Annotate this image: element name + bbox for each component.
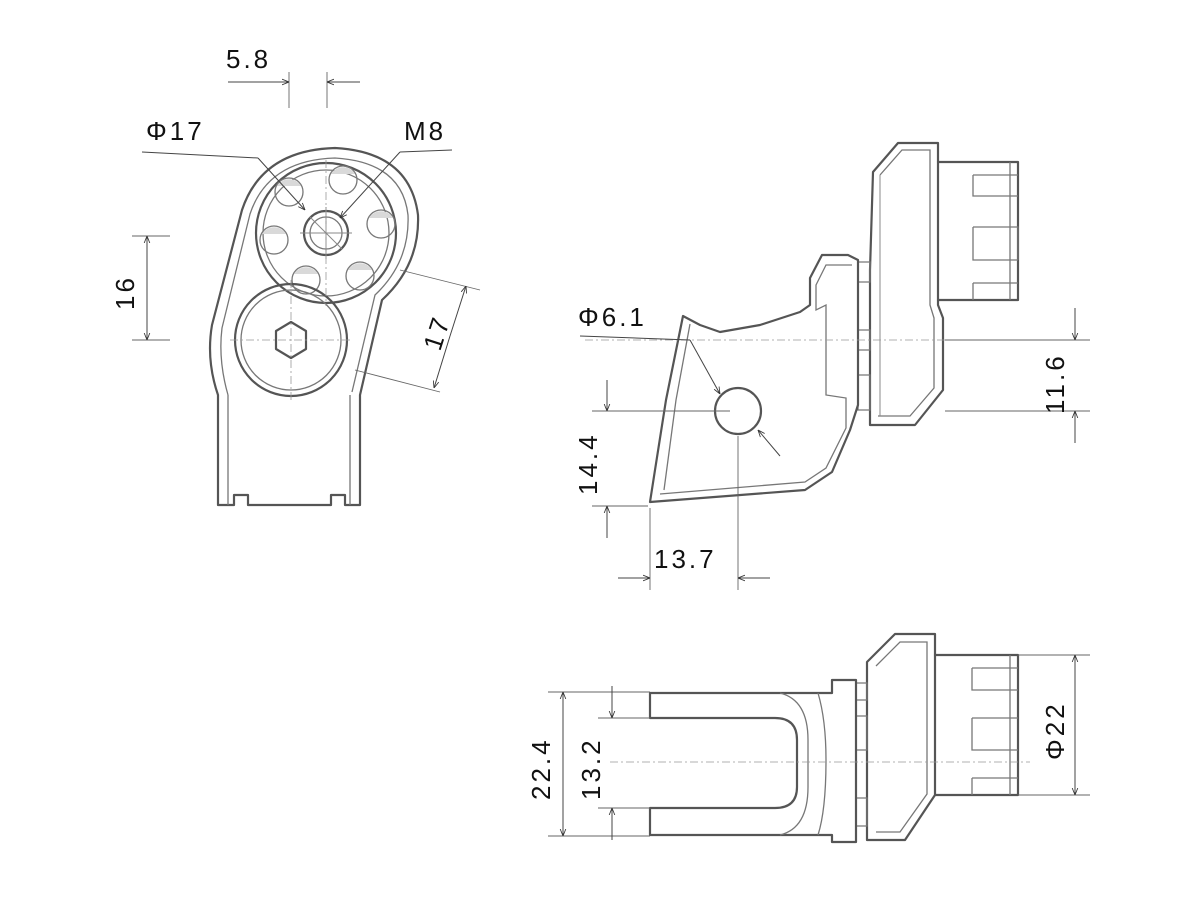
bracket-plate: [648, 253, 860, 504]
dim-dia-22: Φ22: [1040, 701, 1070, 760]
front-view: 5.8 Φ17 M8 16 17: [110, 44, 481, 507]
dim-13-7: 13.7: [654, 544, 717, 574]
hex-socket: [274, 320, 308, 360]
dim-dia-17: Φ17: [146, 116, 205, 146]
side-view: Φ6.1 14.4 13.7 11.6: [573, 141, 1090, 590]
dim-16: 16: [110, 275, 140, 310]
dim-dia-6-1: Φ6.1: [578, 302, 647, 332]
dim-5-8: 5.8: [226, 44, 271, 74]
dim-13-2: 13.2: [576, 737, 606, 800]
dim-m8: M8: [404, 116, 446, 146]
dim-14-4: 14.4: [573, 432, 603, 495]
dim-11-6: 11.6: [1040, 353, 1070, 414]
dim-17: 17: [417, 311, 456, 353]
fork: [648, 678, 858, 844]
top-view: 22.4 13.2 Φ22: [526, 632, 1090, 844]
bolt-holes: [259, 165, 396, 295]
dim-22-4: 22.4: [526, 737, 556, 800]
